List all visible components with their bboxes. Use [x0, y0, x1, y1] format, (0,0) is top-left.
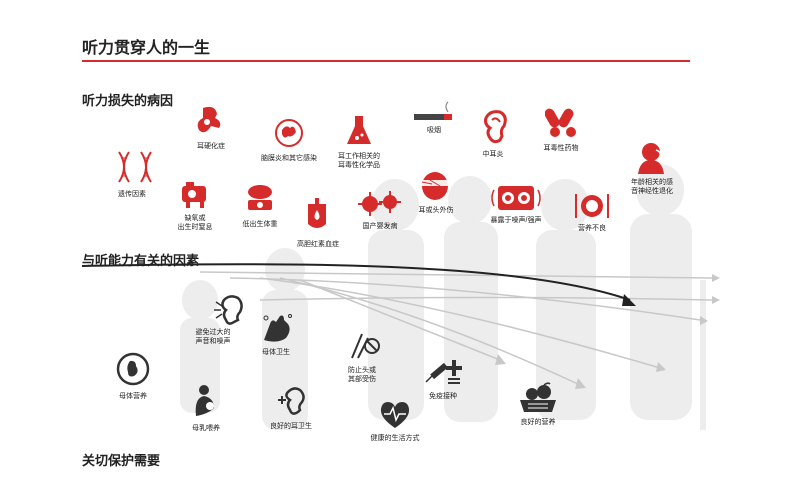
- care-heading: 关切保护需要: [82, 453, 161, 468]
- care-label-maternal-hygiene: 母体卫生: [262, 349, 290, 356]
- elderly-ear-icon: [638, 143, 664, 174]
- cause-label-noise: 暴露于噪声/强声: [490, 217, 542, 224]
- care-label-healthy-lifestyle: 健康的生活方式: [370, 435, 420, 442]
- cause-label-otosclerosis: 耳硬化症: [197, 143, 225, 150]
- head-bandage-icon: [421, 172, 448, 200]
- baby-scale-icon: [248, 185, 272, 210]
- cause-label-age-related: 年龄相关的感 音神经性退化: [631, 179, 673, 195]
- care-label-breastfeeding: 母乳喂养: [192, 425, 220, 432]
- food-basket-icon: [520, 382, 556, 412]
- cause-label-meningitis: 脑膜炎和其它感染: [261, 155, 317, 162]
- care-label-maternal-nutrition: 母体营养: [119, 393, 147, 400]
- page-title: 听力贯穿人的一生: [82, 40, 211, 57]
- cause-label-smoking: 吸烟: [427, 127, 441, 134]
- ear-bone-icon: [197, 106, 221, 133]
- brain-icon: [275, 119, 303, 147]
- blood-bag-icon: [308, 198, 326, 228]
- no-injury-icon: [351, 333, 380, 359]
- arrow-heads: [495, 274, 720, 389]
- cause-label-asphyxia: 缺氧或 出生时窒息: [177, 215, 213, 231]
- incubator-icon: [182, 182, 206, 208]
- pills-icon: [545, 108, 576, 137]
- factors-heading: 与听能力有关的因素: [82, 253, 200, 268]
- care-label-injury-prevention: 防止头或 其部受伤: [348, 367, 376, 383]
- heart-pulse-icon: [380, 402, 410, 428]
- cause-label-low-birth-weight: 低出生体重: [242, 221, 278, 228]
- care-label-avoid-noise: 避免过大的 声音和噪声: [195, 329, 231, 345]
- cause-label-infection: 国产婴发病: [362, 223, 398, 230]
- plate-icon: [575, 194, 609, 218]
- ear-icon: [484, 110, 507, 144]
- main-arrow-head: [622, 294, 636, 306]
- cause-label-malnutrition: 营养不良: [578, 225, 606, 232]
- flask-icon: [347, 116, 371, 144]
- syringe-icon: [425, 360, 462, 384]
- hand-wash-icon: [263, 314, 292, 342]
- speaker-icon: [491, 186, 541, 210]
- breastfeeding-icon: [195, 385, 214, 416]
- dna-icon: [118, 151, 152, 183]
- cause-label-head-injury: 耳或头外伤: [418, 207, 454, 214]
- noise-ear-icon: [214, 295, 243, 325]
- cause-label-chemicals: 耳工作相关的 耳毒性化学品: [338, 153, 380, 169]
- title-divider: [82, 60, 690, 62]
- care-label-ear-hygiene: 良好的耳卫生: [270, 423, 312, 430]
- virus-icon: [358, 191, 401, 216]
- care-label-immunization: 免疫接种: [429, 393, 457, 400]
- cause-label-ototoxic-drugs: 耳毒性药物: [543, 145, 579, 152]
- causes-heading: 听力损失的病因: [82, 93, 174, 108]
- cigarette-icon: [414, 101, 452, 120]
- cause-label-genetic: 遗传因素: [118, 191, 146, 198]
- cause-label-otitis: 中耳炎: [482, 151, 504, 158]
- main-life-arrow: [81, 263, 631, 301]
- life-arrows: [199, 271, 713, 386]
- fetus-icon: [116, 352, 150, 386]
- ear-care-icon: [278, 387, 305, 415]
- cause-label-hyperbilirubinemia: 高胆红素血症: [297, 241, 339, 248]
- care-label-good-nutrition: 良好的营养: [520, 419, 556, 426]
